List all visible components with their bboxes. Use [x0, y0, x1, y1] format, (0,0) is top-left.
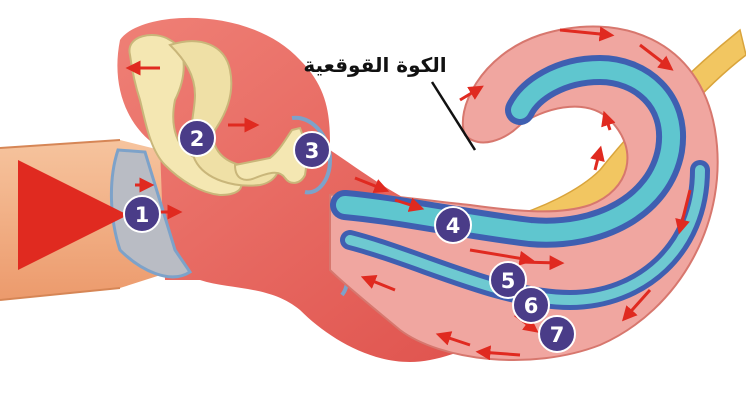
marker-7: 7 — [539, 316, 575, 352]
round-window-label: الكوة القوقعية — [303, 53, 446, 77]
svg-text:7: 7 — [550, 323, 565, 347]
svg-text:3: 3 — [305, 139, 320, 163]
svg-text:1: 1 — [135, 203, 150, 227]
marker-4: 4 — [435, 207, 471, 243]
marker-3: 3 — [294, 132, 330, 168]
marker-1: 1 — [124, 196, 160, 232]
marker-6: 6 — [513, 287, 549, 323]
svg-text:5: 5 — [501, 269, 516, 293]
svg-text:2: 2 — [190, 127, 205, 151]
marker-2: 2 — [179, 120, 215, 156]
svg-text:6: 6 — [524, 294, 539, 318]
svg-text:4: 4 — [446, 214, 461, 238]
